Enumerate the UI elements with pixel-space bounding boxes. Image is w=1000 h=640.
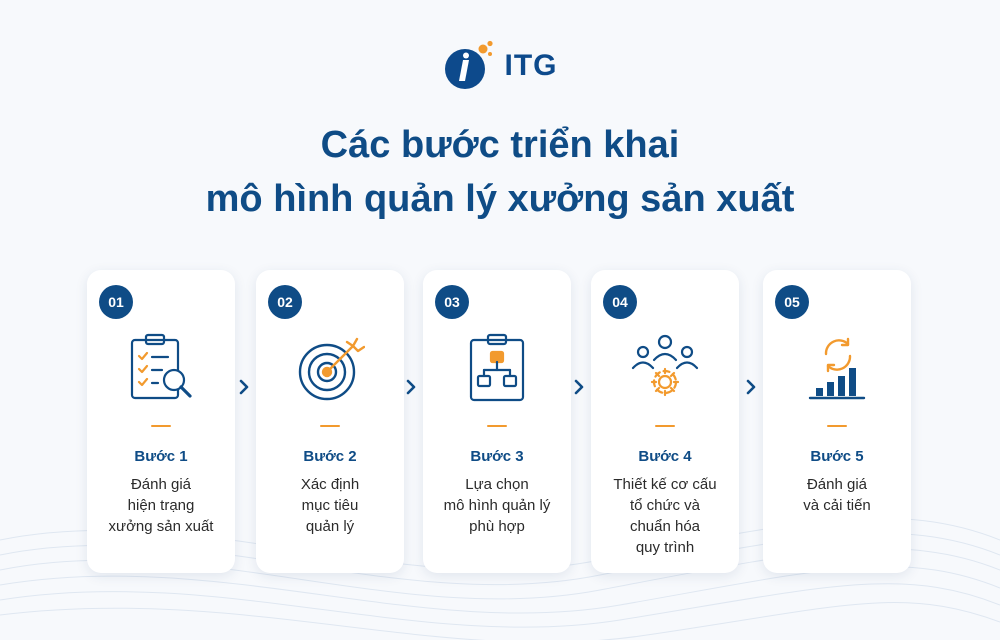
- page-title: Các bước triển khai mô hình quản lý xưởn…: [0, 118, 1000, 226]
- step-description-line: chuẩn hóa: [629, 518, 701, 535]
- page-title-line-2: mô hình quản lý xưởng sản xuất: [205, 178, 795, 220]
- step-card-4: 04 Bước 4 Thiết kế cơ cấu tổ chức và chu…: [591, 270, 739, 573]
- step-card-5: 05 Bước 5 Đánh giá và cải tiến: [763, 270, 911, 573]
- chevron-right-icon: [406, 379, 416, 395]
- step-description-line: Đánh giá: [806, 476, 868, 493]
- chevron-right-icon: [746, 379, 756, 395]
- step-divider: [655, 425, 675, 427]
- step-description-line: hiện trạng: [127, 497, 195, 514]
- step-title: Bước 5: [810, 448, 864, 465]
- step-card-1: 01 Bước 1 Đánh giá hiện trạng xưởng sản …: [87, 270, 235, 573]
- step-description-line: Thiết kế cơ cấu: [613, 476, 717, 493]
- step-number-badge: 05: [775, 285, 809, 319]
- step-description-line: phù hợp: [469, 518, 525, 535]
- step-divider: [151, 425, 171, 427]
- step-card-3: 03 Bước 3 Lựa chọn mô hình quản lý phù h…: [423, 270, 571, 573]
- step-title: Bước 3: [470, 448, 524, 465]
- growth-cycle-icon: [808, 337, 866, 400]
- step-description-line: Lựa chọn: [465, 476, 529, 493]
- step-divider: [487, 425, 507, 427]
- step-description-line: tổ chức và: [629, 497, 701, 514]
- step-description: Thiết kế cơ cấu tổ chức và chuẩn hóa quy…: [597, 474, 733, 558]
- step-description: Xác định mục tiêu quản lý: [262, 474, 398, 537]
- step-number-badge: 03: [435, 285, 469, 319]
- clipboard-org-chart-icon: [469, 333, 525, 402]
- step-description-line: Đánh giá: [130, 476, 192, 493]
- step-description: Đánh giá hiện trạng xưởng sản xuất: [93, 474, 229, 537]
- brand-logo: ITG: [0, 40, 1000, 92]
- step-number-badge: 04: [603, 285, 637, 319]
- step-title: Bước 2: [303, 448, 357, 465]
- step-number-badge: 02: [268, 285, 302, 319]
- step-description: Đánh giá và cải tiến: [769, 474, 905, 516]
- step-divider: [827, 425, 847, 427]
- steps-row: 01 Bước 1 Đánh giá hiện trạng xưởng sản …: [0, 270, 1000, 575]
- step-description-line: mục tiêu: [301, 497, 359, 514]
- itg-logo-icon: [444, 40, 493, 89]
- step-divider: [320, 425, 340, 427]
- step-description-line: xưởng sản xuất: [108, 518, 214, 535]
- chevron-right-icon: [574, 379, 584, 395]
- step-description: Lựa chọn mô hình quản lý phù hợp: [429, 474, 565, 537]
- team-gear-icon: [631, 334, 699, 397]
- step-card-2: 02 Bước 2 Xác định mục tiêu quản lý: [256, 270, 404, 573]
- step-number-badge: 01: [99, 285, 133, 319]
- step-description-line: quy trình: [635, 539, 695, 556]
- step-description-line: Xác định: [300, 476, 360, 493]
- step-description-line: và cải tiến: [803, 497, 871, 514]
- target-arrow-icon: [298, 337, 365, 401]
- page-title-line-1: Các bước triển khai: [320, 124, 680, 166]
- step-description-line: quản lý: [305, 518, 355, 535]
- step-title: Bước 1: [134, 448, 188, 465]
- brand-name: ITG: [504, 49, 558, 82]
- chevron-right-icon: [239, 379, 249, 395]
- clipboard-search-icon: [130, 333, 192, 400]
- step-description-line: mô hình quản lý: [443, 497, 551, 514]
- step-title: Bước 4: [638, 448, 692, 465]
